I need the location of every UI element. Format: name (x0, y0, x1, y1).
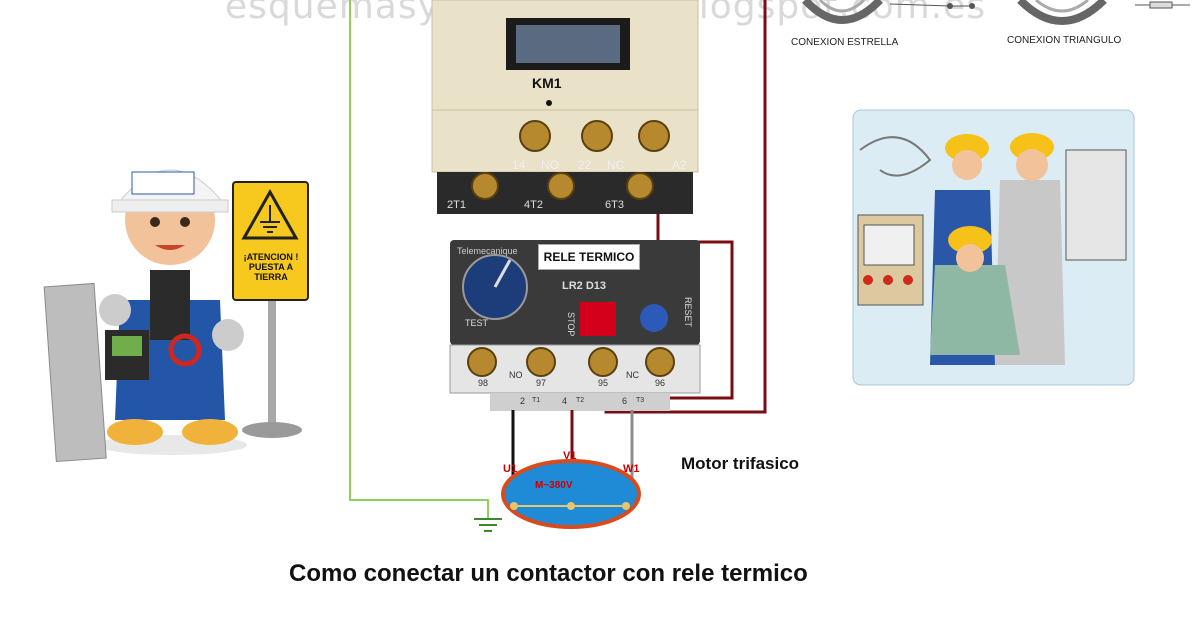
electricians-illustration (852, 109, 1135, 386)
relay-output-2: 2 (520, 396, 526, 406)
relay-reset-label: RESET (683, 297, 693, 328)
relay-contact-no-label: NO (509, 370, 523, 380)
motor-title: Motor trifasico (681, 454, 800, 473)
relay-output-t3: T3 (636, 397, 645, 404)
motor-symbol (501, 459, 641, 529)
relay-output-t2: T2 (576, 397, 585, 404)
relay-contact-96: 96 (655, 378, 666, 388)
relay-contact-95: 95 (598, 378, 609, 388)
relay-stop-label: STOP (566, 312, 576, 337)
delta-connection-label: CONEXION TRIANGULO (1007, 35, 1122, 46)
warning-sign-line3: TIERRA (254, 272, 288, 282)
relay-output-t1: T1 (532, 397, 541, 404)
power-terminal-2t1: 2T1 (447, 199, 466, 211)
ground-symbol (474, 518, 502, 532)
warning-sign-text: ¡ATENCION ! PUESTA A TIERRA (240, 252, 302, 282)
relay-contact-97: 97 (536, 378, 547, 388)
diagram-caption: Como conectar un contactor con rele term… (289, 560, 808, 587)
worker-illustration (43, 169, 247, 463)
aux-terminal-14: 14 (512, 158, 526, 172)
relay-contact-nc-label: NC (626, 370, 639, 380)
warning-sign-line2: PUESTA A (248, 262, 294, 272)
relay-output-4: 4 (562, 396, 568, 406)
aux-terminal-22: 22 (578, 158, 592, 172)
ground-warning-sign (232, 181, 309, 438)
phase-label-w1: W1 (623, 463, 640, 475)
thermal-relay-label: RELE TERMICO (538, 244, 640, 270)
phase-label-v1: V1 (563, 450, 577, 462)
warning-sign-line1: ¡ATENCION ! (243, 252, 299, 262)
contactor-km1 (431, 0, 699, 214)
relay-test-label: TEST (465, 318, 489, 328)
star-connection-label: CONEXION ESTRELLA (791, 37, 899, 48)
ground-wire (349, 0, 489, 518)
power-terminal-6t3: 6T3 (605, 199, 624, 211)
relay-contact-98: 98 (478, 378, 489, 388)
aux-terminal-no: NO (541, 158, 559, 172)
delta-connection-diagram (1017, 0, 1190, 25)
relay-output-6: 6 (622, 396, 628, 406)
phase-label-u1: U1 (503, 463, 518, 475)
aux-terminal-a2: A2 (672, 158, 687, 172)
relay-model: LR2 D13 (562, 280, 607, 292)
power-terminal-4t2: 4T2 (524, 199, 543, 211)
motor-nameplate: M~380V (535, 480, 573, 491)
aux-terminal-nc: NC (607, 158, 625, 172)
contactor-label: KM1 (532, 75, 562, 91)
star-connection-diagram (802, 0, 975, 24)
relay-brand: Telemecanique (457, 246, 518, 256)
